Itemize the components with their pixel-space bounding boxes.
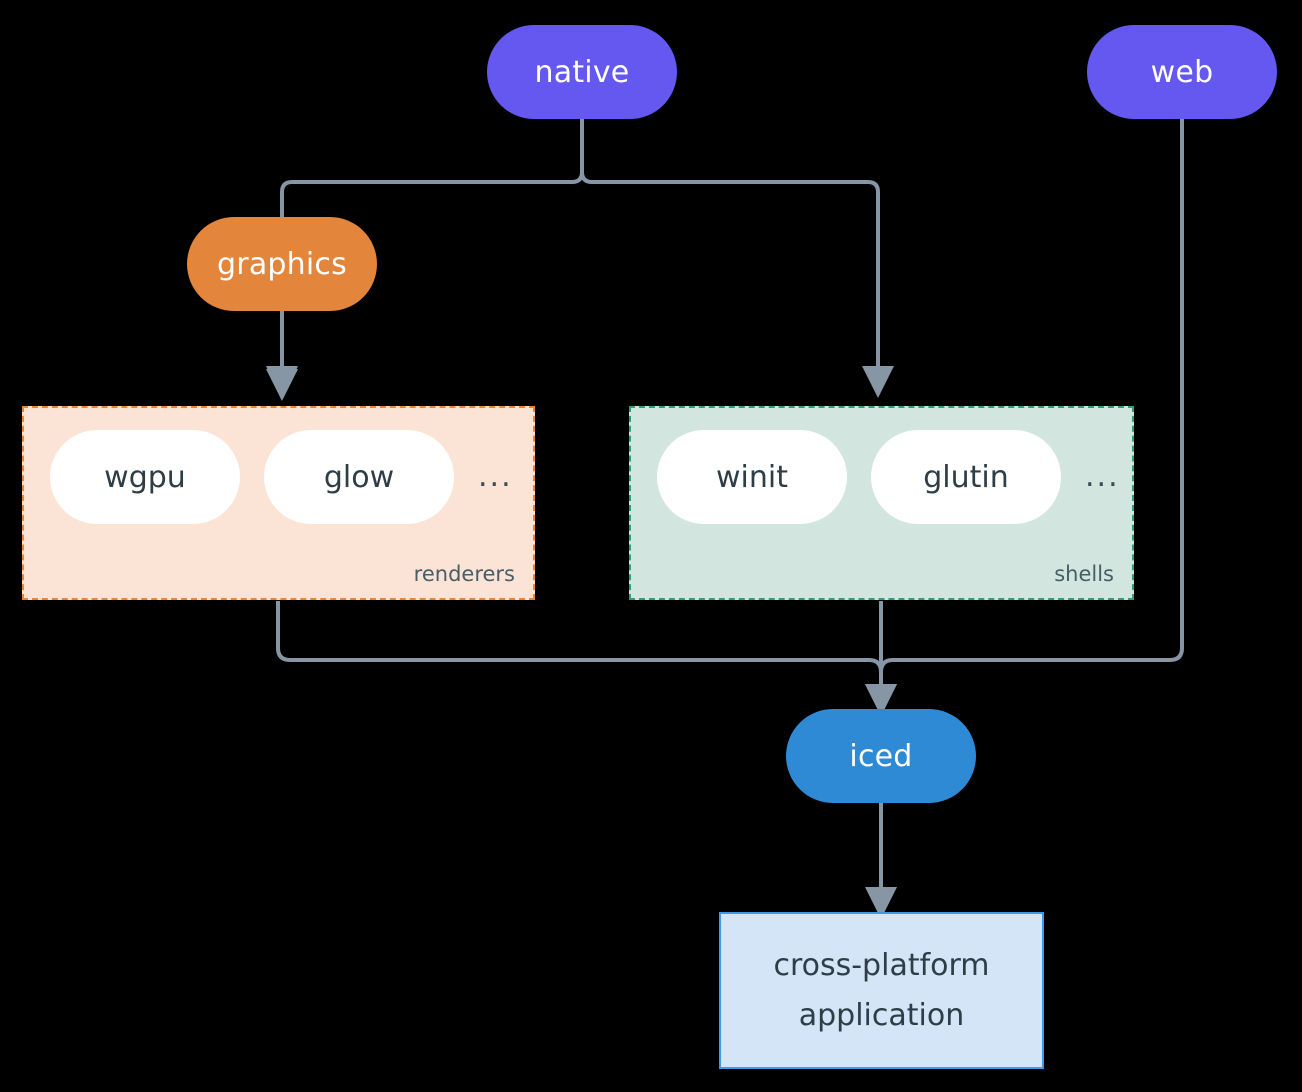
node-native-label: native [534,54,630,90]
chip-winit-label: winit [716,459,788,495]
node-native[interactable]: native [487,25,677,119]
shells-chip-list: winit glutin ... [631,430,1132,524]
renderers-overflow-ellipsis: ... [478,459,513,494]
node-graphics-label: graphics [217,246,347,282]
chip-glutin-label: glutin [923,459,1009,495]
application-label-line2: application [798,997,965,1033]
application-label-line1: cross-platform [773,948,990,983]
edge-native-split [580,119,894,398]
shells-overflow-ellipsis: ... [1085,459,1120,494]
chip-glow-label: glow [323,459,395,495]
edge-renderers-to-iced [276,601,897,716]
node-graphics[interactable]: graphics [187,217,377,311]
renderers-chip-list: wgpu glow ... [24,430,533,524]
node-web-label: web [1150,54,1214,90]
group-shells: winit glutin ... shells [629,406,1134,600]
node-application[interactable]: cross-platform application [719,912,1044,1069]
chip-winit[interactable]: winit [657,430,847,524]
chip-wgpu[interactable]: wgpu [50,430,240,524]
node-iced[interactable]: iced [786,709,976,803]
group-renderers: wgpu glow ... renderers [22,406,535,600]
chip-glow[interactable]: glow [264,430,454,524]
node-web[interactable]: web [1087,25,1277,119]
chip-glutin[interactable]: glutin [871,430,1061,524]
group-shells-label: shells [1054,562,1114,586]
chip-wgpu-label: wgpu [104,459,186,495]
group-renderers-label: renderers [413,562,515,586]
node-iced-label: iced [849,738,913,774]
